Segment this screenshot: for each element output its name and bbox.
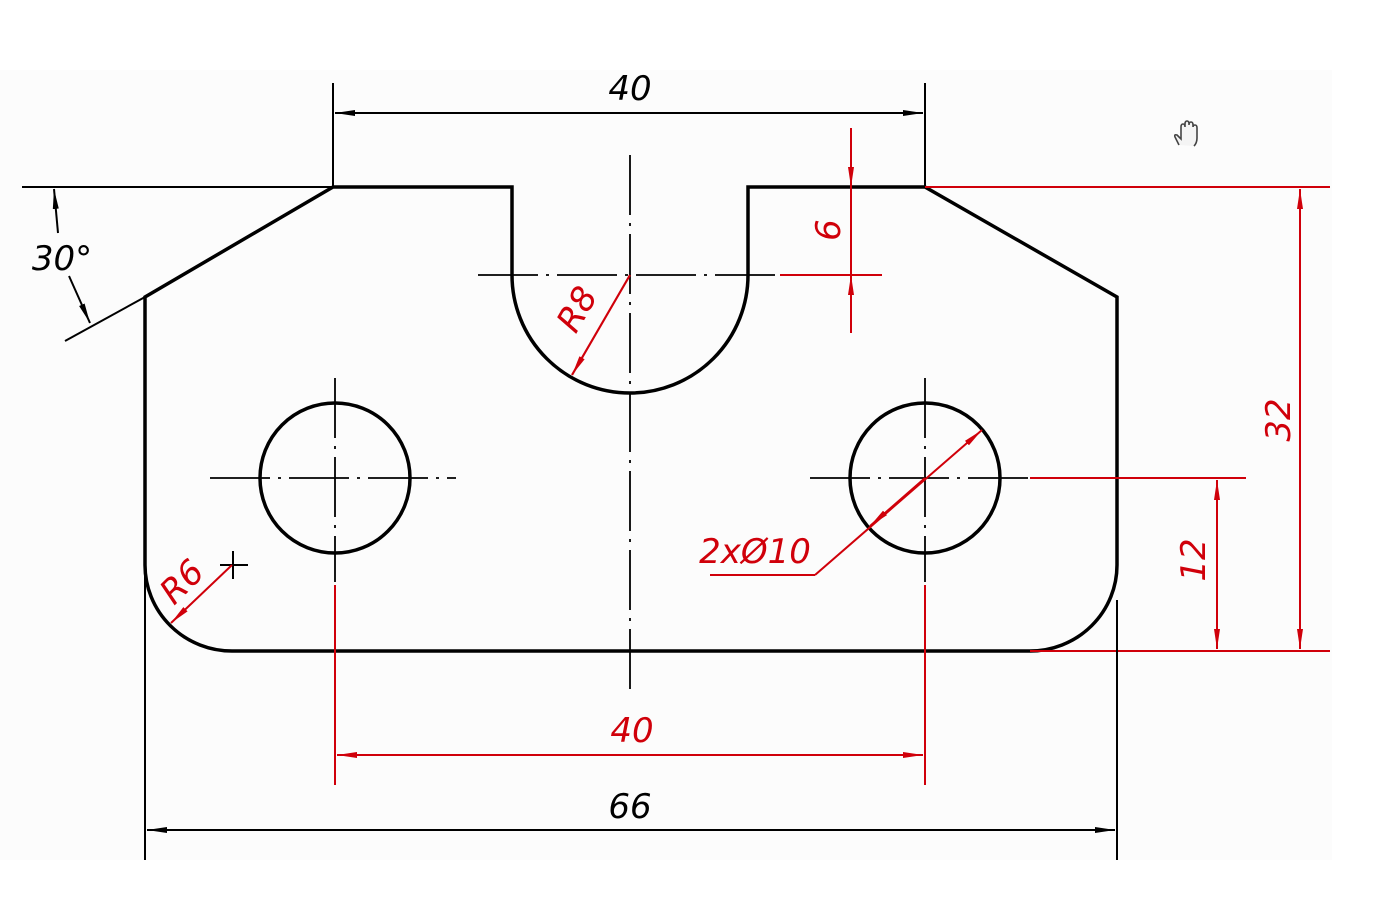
dim-hole-height: 12: [1030, 477, 1246, 649]
dim-top-width: 40: [332, 69, 926, 187]
drawing-sheet: [0, 70, 1332, 860]
dim-total-width: 66: [144, 565, 1118, 860]
dim-text: 2xØ10: [699, 532, 811, 572]
centerlines: [210, 155, 1030, 695]
dim-text: 12: [1174, 538, 1214, 581]
part-outline: [143, 185, 1119, 653]
dim-slot-depth: 6: [780, 128, 882, 333]
dim-text: 40: [610, 711, 653, 751]
hand-pan-icon: [1173, 120, 1198, 147]
dim-text: 30°: [32, 239, 92, 279]
dim-text: 6: [809, 219, 849, 241]
dim-corner-radius: R6: [152, 551, 248, 624]
dim-text: 66: [608, 787, 651, 827]
dim-slot-radius: R8: [549, 274, 631, 376]
dim-text: 40: [608, 69, 651, 109]
dim-hole-spacing: 40: [334, 585, 926, 785]
dim-text: R6: [152, 552, 212, 612]
dim-chamfer-angle: 30°: [22, 186, 333, 342]
dim-holes-diameter: 2xØ10: [699, 429, 983, 576]
dim-text: 32: [1259, 398, 1299, 441]
dim-total-height: 32: [925, 186, 1330, 652]
